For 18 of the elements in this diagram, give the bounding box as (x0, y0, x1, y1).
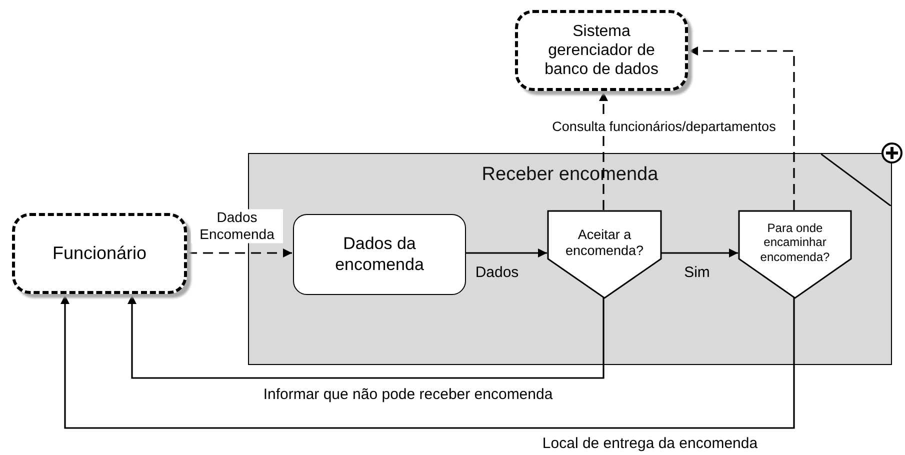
process-box (293, 214, 466, 295)
connector-arrow (689, 46, 795, 210)
node-label: Sistema gerenciador de banco de dados (544, 22, 660, 80)
connector-arrow (187, 248, 292, 258)
node-label: Aceitar a encomenda? (564, 227, 645, 260)
external-entity-box (12, 213, 187, 294)
connector-arrow (60, 295, 795, 429)
node-label: Dados da encomenda (334, 234, 425, 275)
connector-arrow (660, 248, 738, 258)
decision-gate (548, 211, 661, 298)
node-label: Para onde encaminhar encomenda? (759, 221, 831, 264)
decision-gate (739, 211, 851, 298)
connector-arrow (465, 248, 547, 258)
edge-label: Consulta funcionários/departamentos (550, 118, 778, 136)
connector-arrow (128, 295, 604, 379)
external-entity-box (515, 10, 688, 91)
node-label: Funcionário (52, 242, 147, 264)
panel-title: Receber encomenda (480, 164, 660, 186)
